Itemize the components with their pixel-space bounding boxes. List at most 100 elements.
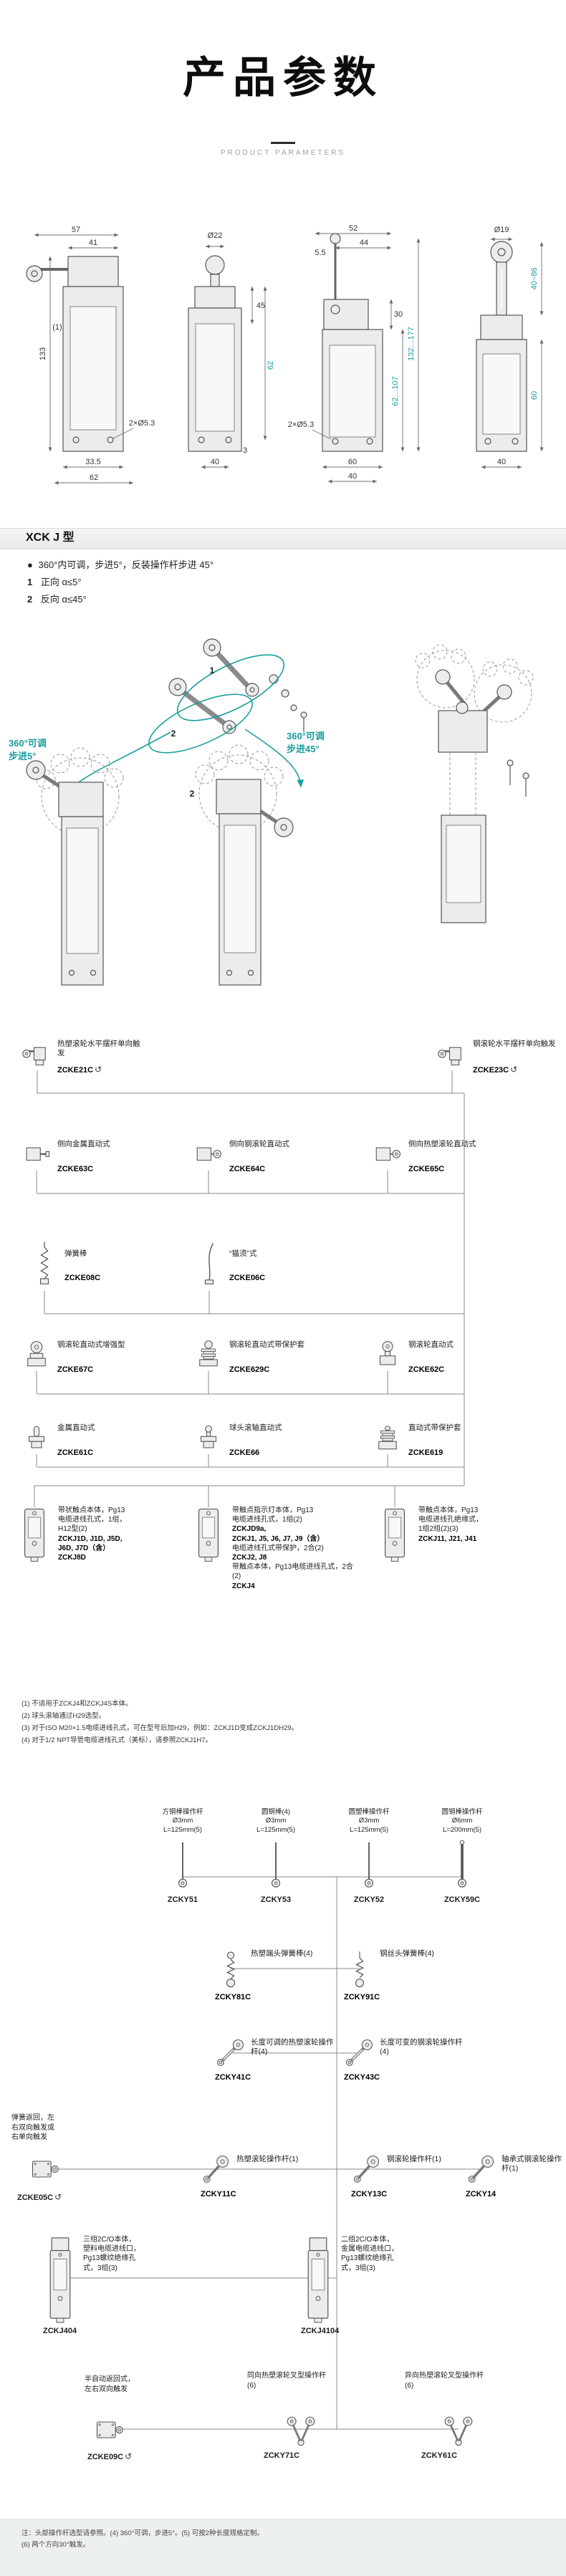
dim-5-5: 5.5 [315, 249, 325, 257]
rod-lever-icon [260, 1837, 292, 1892]
dim-40b: 40 [348, 472, 357, 481]
body-block-text: 三组2C/O本体， 塑料电缆进线口， Pg13螺纹绝缘孔 式，3组(3) [83, 2235, 211, 2273]
side-roller-head-icon [193, 1139, 224, 1169]
part-label: 热塑端头弹簧棒(4) [251, 1949, 313, 1958]
footnote-4: (4) 对于1/2 NPT导管电缆进线孔式（美标），请参照ZCKJ1H7。 [21, 1736, 213, 1744]
part-code: ZCKJ4104 [301, 2327, 340, 2335]
part-zcky59c: 圆钢棒操作杆 Ø6mm L=200mm(5) ZCKY59C [423, 1808, 502, 1905]
part-label: 钢滚轮直动式增强型 [57, 1340, 125, 1349]
part-code: ZCKY81C [215, 1993, 251, 2001]
body-codes: ZCKJ8D [58, 1553, 86, 1562]
part-code-text: ZCKE23C [473, 1066, 509, 1075]
part-code-text: ZCKE09C [87, 2453, 124, 2461]
feature-bullet-text: 360°内可调，步进5°，反装操作杆步进 45° [38, 559, 214, 570]
footnote-3: (3) 对于ISO M20×1.5电缆进线孔式，可在型号后加H29，例如：ZCK… [21, 1724, 299, 1732]
part-label: 长度可调的热塑滚轮操作杆(4) [251, 2038, 334, 2057]
part-spec: Ø6mm [451, 1817, 473, 1825]
switch-body-icon [43, 2236, 77, 2324]
part-label: 钢滚轮水平摆杆单向触发 [473, 1039, 556, 1048]
bottom-note-line: (6) 两个方向30°触发。 [21, 2541, 90, 2549]
feature-bullet: ● 360°内可调，步进5°，反装操作杆步进 45° [27, 557, 214, 571]
part-code: ZCKY14 [466, 2190, 497, 2198]
part-zcky71c-label: 同向热塑滚轮叉型操作杆(6) [247, 2372, 326, 2390]
part-label-line: 左右双向触发 [85, 2385, 128, 2393]
part-code: ZCKE06C [229, 1274, 266, 1282]
marker-2: 2 [171, 729, 176, 739]
part-label: 轴承式钢滚轮操作杆(1) [502, 2155, 562, 2173]
part-label: 侧向钢滚轮直动式 [229, 1140, 289, 1148]
page-title: 产品参数 [183, 54, 383, 102]
part-code: ZCKE64C [229, 1165, 266, 1173]
page-subtitle: PRODUCT PARAMETERS [220, 149, 346, 157]
switch-body-icon [18, 1507, 51, 1563]
fork-lever-icon [285, 2414, 317, 2446]
part-label: “猫须”式 [229, 1249, 257, 1258]
rod-lever-icon [353, 1837, 385, 1892]
part-code: ZCKE23C↺ [473, 1064, 517, 1075]
part-code: ZCKE619 [408, 1448, 443, 1457]
body-codes: ZCKJ1, J5, J6, J7, J9（含） [232, 1534, 325, 1543]
part-code: ZCKY71C [264, 2451, 300, 2460]
part-label: 钢丝头弹簧棒(4) [380, 1949, 434, 1958]
part-code: ZCKY59C [443, 1895, 481, 1905]
booted-roller-plunger-icon [193, 1340, 224, 1370]
roller-lever-icon [466, 2154, 496, 2184]
body-codes: ZCKJ4 [232, 1582, 255, 1590]
drawing-side-lever-switch: 57 41 133 (1) 2×Ø5.3 33.5 62 [26, 226, 155, 485]
dim-o22: Ø22 [208, 231, 223, 240]
part-label: 直动式带保护套 [408, 1423, 461, 1432]
dim-45: 45 [256, 302, 265, 310]
part-code: ZCKE61C [57, 1448, 94, 1457]
dim-40-86: 40~86 [530, 268, 539, 290]
head-options-tree: 热塑滚轮水平摆杆单向触发 ZCKE21C↺ 钢滚轮水平摆杆单向触发 ZCKE23… [0, 1024, 566, 1798]
dim-52: 52 [349, 224, 358, 233]
body-desc-line: 三组2C/O本体， [83, 2236, 136, 2244]
reinforced-roller-plunger-icon [21, 1340, 52, 1370]
right-callout-line1: 360°可调 [287, 731, 325, 741]
dim-30: 30 [394, 310, 403, 319]
roller-lever-icon [201, 2154, 231, 2184]
exploded-parts-cluster [168, 638, 307, 734]
thick-rod-lever-icon [446, 1837, 478, 1892]
body-desc-line: 带触点指示灯本体，Pg13 [232, 1506, 314, 1514]
part-code: ZCKY41C [215, 2073, 251, 2082]
roller-lever-head-icon [21, 1039, 52, 1069]
body-desc-line: 塑料电缆进线口， [83, 2245, 140, 2254]
tree1-connectors [34, 1070, 465, 1507]
body-desc-line: H12型(2) [58, 1525, 87, 1534]
feature-sub2-num: 2 [27, 594, 33, 605]
part-label: 热塑滚轮水平摆杆单向触发 [57, 1039, 140, 1058]
body-codes: ZCKJ1D, J1D, J5D, [58, 1534, 123, 1543]
spring-rod-head-icon [29, 1239, 60, 1287]
part-label: 侧向热塑滚轮直动式 [408, 1140, 476, 1148]
part-label: 弹簧棒 [64, 1249, 87, 1258]
switch-body-icon [192, 1507, 225, 1563]
marker-2b: 2 [190, 789, 195, 799]
spring-rod-lever-icon [215, 1948, 246, 1989]
part-label: 金属直动式 [57, 1423, 95, 1432]
drawing-plunger-switch: Ø22 45 62 40 3 [188, 231, 275, 469]
part-label: 长度可变的钢滚轮操作杆(4) [380, 2038, 463, 2057]
feature-sub1-num: 1 [27, 577, 33, 587]
left-callout-line2: 步进5° [9, 751, 36, 761]
feature-sub2: 2 反向 α≤45° [27, 592, 87, 605]
part-spec: Ø3mm [265, 1817, 287, 1825]
rotate-adjust-icon: ↺ [510, 1064, 518, 1075]
right-callout-line2: 步进45° [287, 744, 320, 754]
part-label: 圆塑棒操作杆 [348, 1808, 390, 1816]
rotary-head-icon [29, 2153, 60, 2185]
body-codes: ZCKJ11, J21, J41 [418, 1534, 477, 1543]
body-desc-line: 带触点本体，Pg13 [418, 1506, 479, 1514]
part-code: ZCKJ404 [43, 2327, 77, 2335]
series-heading-bar: XCK J 型 [0, 528, 566, 549]
feature-sub1-text: 正向 α≤5° [40, 577, 82, 587]
part-code: ZCKE66 [229, 1448, 260, 1457]
part-code: ZCKY52 [353, 1895, 385, 1905]
right-switch-assembly [415, 644, 534, 923]
dim-62b: 62 [267, 361, 275, 370]
body-desc-line: 电缆进线孔式，1组， [58, 1516, 127, 1524]
body-desc-line: 电缆进线孔绝缘式， [418, 1516, 483, 1524]
switch-body-icon [378, 1507, 411, 1563]
dim-40: 40 [211, 458, 219, 466]
